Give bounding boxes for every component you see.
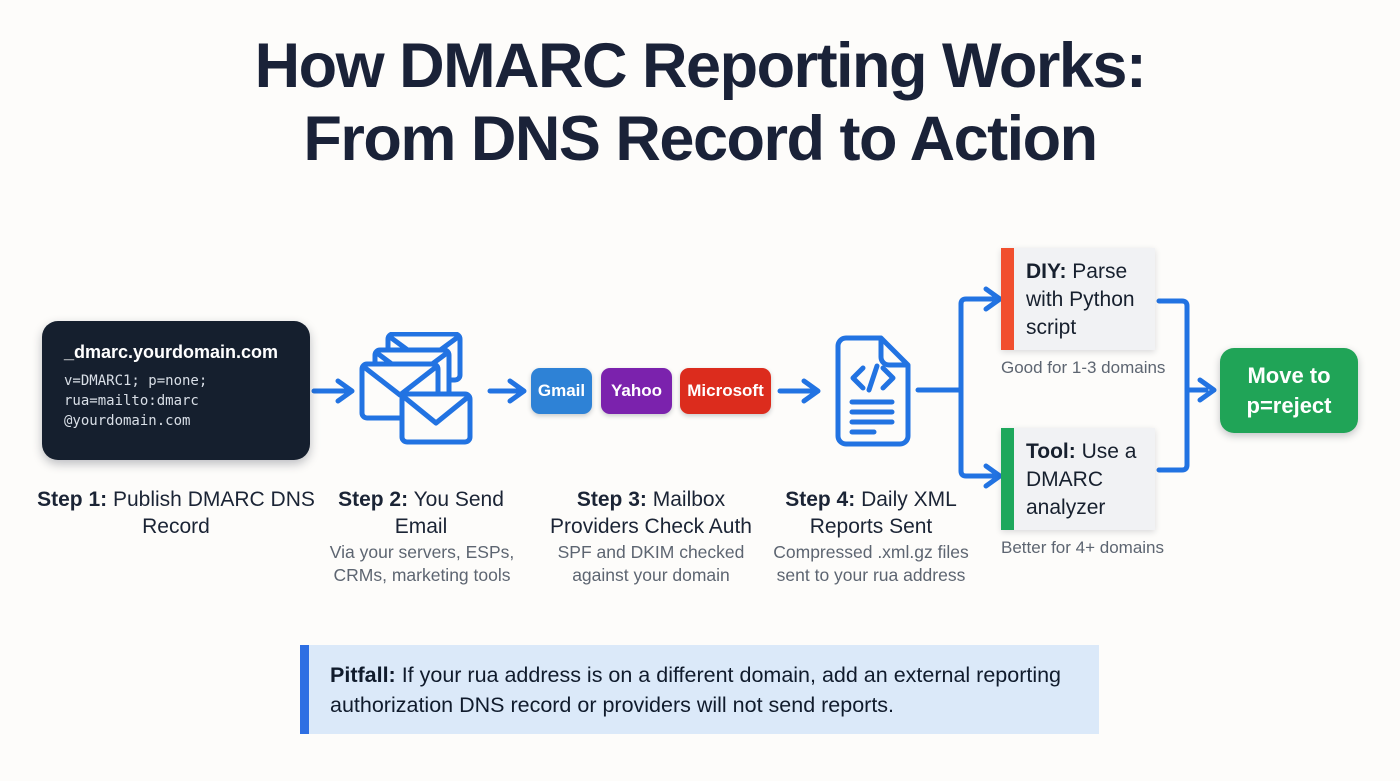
pitfall-message: If your rua address is on a different do… — [330, 663, 1062, 717]
step1-label-text: Publish DMARC DNS Record — [112, 488, 315, 539]
option-card-diy: DIY: Parse with Python script — [1001, 248, 1155, 350]
step4-subtext: Compressed .xml.gz files sent to your ru… — [773, 542, 969, 585]
step2-label: Step 2: You Send Email — [331, 486, 511, 541]
envelopes-icon — [357, 331, 482, 457]
provider-badge-gmail: Gmail — [531, 368, 592, 414]
dns-record-line: @yourdomain.com — [64, 412, 191, 429]
tool-option-prefix: Tool: — [1026, 440, 1076, 463]
outcome-line2: p=reject — [1246, 392, 1332, 418]
pitfall-prefix: Pitfall: — [330, 663, 396, 687]
step3-label-prefix: Step 3: — [576, 488, 647, 511]
step2-label-prefix: Step 2: — [338, 488, 409, 511]
step4-label-text: Daily XML Reports Sent — [809, 488, 957, 539]
step4-label-prefix: Step 4: — [785, 488, 856, 511]
tool-option-note: Better for 4+ domains — [1001, 538, 1165, 557]
dns-record-text: v=DMARC1; p=none; rua=mailto:dmarc @your… — [64, 372, 288, 432]
diy-option-prefix: DIY: — [1026, 260, 1067, 283]
dns-domain: _dmarc.yourdomain.com — [64, 342, 279, 362]
dns-record-card: _dmarc.yourdomain.com v=DMARC1; p=none; … — [42, 321, 310, 460]
tool-option-label: Use a DMARC analyzer — [1026, 440, 1137, 519]
step1-label-prefix: Step 1: — [37, 488, 108, 511]
option-card-tool: Tool: Use a DMARC analyzer — [1001, 428, 1155, 530]
pitfall-accent-stripe — [300, 645, 309, 734]
dns-record-line: v=DMARC1; p=none; — [64, 373, 208, 389]
pitfall-callout: Pitfall: If your rua address is on a dif… — [300, 645, 1099, 734]
step1-label: Step 1: Publish DMARC DNS Record — [36, 486, 316, 541]
diy-option-text: DIY: Parse with Python script — [1026, 258, 1148, 342]
page-title-line2: From DNS Record to Action — [303, 104, 1098, 175]
provider-badge-yahoo-label: Yahoo — [610, 381, 662, 400]
diy-option-note: Good for 1-3 domains — [1001, 358, 1166, 377]
page-title-line1: How DMARC Reporting Works: — [254, 31, 1147, 101]
tool-accent-stripe — [1001, 428, 1014, 530]
outcome-line1: Move to — [1247, 363, 1331, 389]
dns-record-line: rua=mailto:dmarc — [64, 392, 199, 409]
step4-label: Step 4: Daily XML Reports Sent — [776, 486, 966, 541]
provider-badge-gmail-label: Gmail — [537, 381, 586, 400]
pitfall-text: Pitfall: If your rua address is on a dif… — [330, 661, 1082, 720]
page-title: How DMARC Reporting Works: From DNS Reco… — [0, 30, 1400, 176]
step2-subtext: Via your servers, ESPs, CRMs, marketing … — [329, 542, 515, 585]
step3-label-text: Mailbox Providers Check Auth — [550, 488, 752, 539]
tool-option-text: Tool: Use a DMARC analyzer — [1026, 438, 1148, 522]
provider-badge-yahoo: Yahoo — [601, 368, 672, 414]
step2-label-text: You Send Email — [394, 488, 504, 539]
diy-option-label: Parse with Python script — [1026, 260, 1135, 339]
step3-label: Step 3: Mailbox Providers Check Auth — [541, 486, 761, 541]
provider-badge-microsoft: Microsoft — [680, 368, 771, 414]
diy-accent-stripe — [1001, 248, 1014, 350]
provider-badge-microsoft-label: Microsoft — [687, 381, 764, 400]
outcome-box: Move to p=reject — [1220, 348, 1358, 433]
step3-subtext: SPF and DKIM checked against your domain — [557, 542, 745, 585]
xml-document-icon — [826, 334, 916, 454]
